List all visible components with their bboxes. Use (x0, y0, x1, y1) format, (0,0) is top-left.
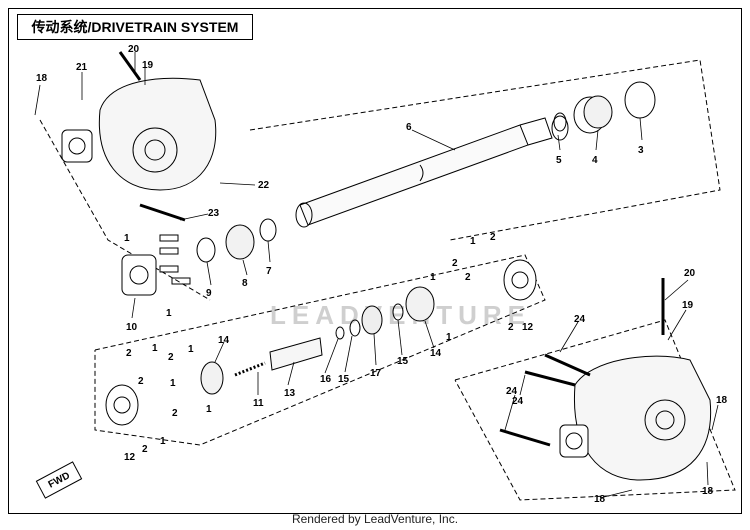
footer-credit: Rendered by LeadVenture, Inc. (291, 512, 459, 526)
group-outlines (39, 59, 736, 501)
callout-c1j: 1 (160, 436, 166, 447)
callout-c16: 16 (320, 374, 332, 385)
middle-shaft-parts (105, 259, 537, 426)
callout-c2i: 2 (142, 444, 148, 455)
drive-shaft (295, 115, 569, 228)
diagram-title: 传动系统/DRIVETRAIN SYSTEM (17, 14, 253, 40)
callout-c18c: 18 (702, 486, 714, 497)
front-differential (61, 77, 217, 191)
callout-c1h: 1 (170, 378, 176, 389)
callout-c8: 8 (242, 278, 248, 289)
callout-c23: 23 (208, 208, 220, 219)
callout-c19a: 19 (142, 60, 154, 71)
callout-c15b: 15 (397, 356, 409, 367)
callout-c18d: 18 (594, 494, 606, 505)
callout-c24c: 24 (512, 396, 524, 407)
callout-c24b: 24 (506, 386, 518, 397)
callout-c19b: 19 (682, 300, 694, 311)
leader-lines (34, 52, 719, 499)
callout-c24a: 24 (574, 314, 586, 325)
callout-c2a: 2 (452, 258, 458, 269)
callout-c21: 21 (76, 62, 88, 73)
callout-c1c: 1 (430, 272, 436, 283)
rear-differential (559, 278, 712, 481)
callout-c1a: 1 (124, 233, 130, 244)
callout-c10: 10 (126, 322, 138, 333)
callout-c5: 5 (556, 155, 562, 166)
callout-c15a: 15 (338, 374, 350, 385)
callout-c12b: 12 (124, 452, 136, 463)
callout-c22: 22 (258, 180, 270, 191)
callout-c20a: 20 (128, 44, 140, 55)
callout-c20b: 20 (684, 268, 696, 279)
callout-c14a: 14 (430, 348, 442, 359)
callout-c2c: 2 (490, 232, 496, 243)
callout-c12a: 12 (522, 322, 534, 333)
watermark: LEADVENTURE (270, 300, 532, 330)
callout-c1b: 1 (166, 308, 172, 319)
callout-c18b: 18 (716, 395, 728, 406)
outline-rear-diff (454, 319, 736, 501)
callout-c6: 6 (406, 122, 412, 133)
upper-bearings (553, 81, 656, 134)
callout-c9: 9 (206, 288, 212, 299)
callout-c13: 13 (284, 388, 296, 399)
diagram-frame (8, 8, 742, 514)
outline-upper-shaft (249, 59, 721, 241)
callout-c14b: 14 (218, 335, 230, 346)
callout-c1i: 1 (206, 404, 212, 415)
outline-front-link (39, 119, 211, 301)
callout-c3: 3 (638, 145, 644, 156)
callout-c1e: 1 (446, 332, 452, 343)
callout-c7: 7 (266, 266, 272, 277)
callout-c2f: 2 (138, 376, 144, 387)
callout-c2g: 2 (168, 352, 174, 363)
callout-c2d: 2 (508, 322, 514, 333)
callout-c2h: 2 (172, 408, 178, 419)
callout-c11: 11 (253, 398, 264, 409)
callout-c2e: 2 (126, 348, 132, 359)
front-coupling (121, 218, 277, 296)
callout-c1f: 1 (152, 343, 158, 354)
bolts-front (159, 234, 191, 285)
long-bolts (118, 51, 591, 447)
callout-c2b: 2 (465, 272, 471, 283)
callout-c4: 4 (592, 155, 598, 166)
callout-c18a: 18 (36, 73, 48, 84)
callout-c1d: 1 (470, 236, 476, 247)
outline-middle-shaft (94, 254, 546, 446)
callout-c1g: 1 (188, 344, 194, 355)
callout-c17: 17 (370, 368, 382, 379)
